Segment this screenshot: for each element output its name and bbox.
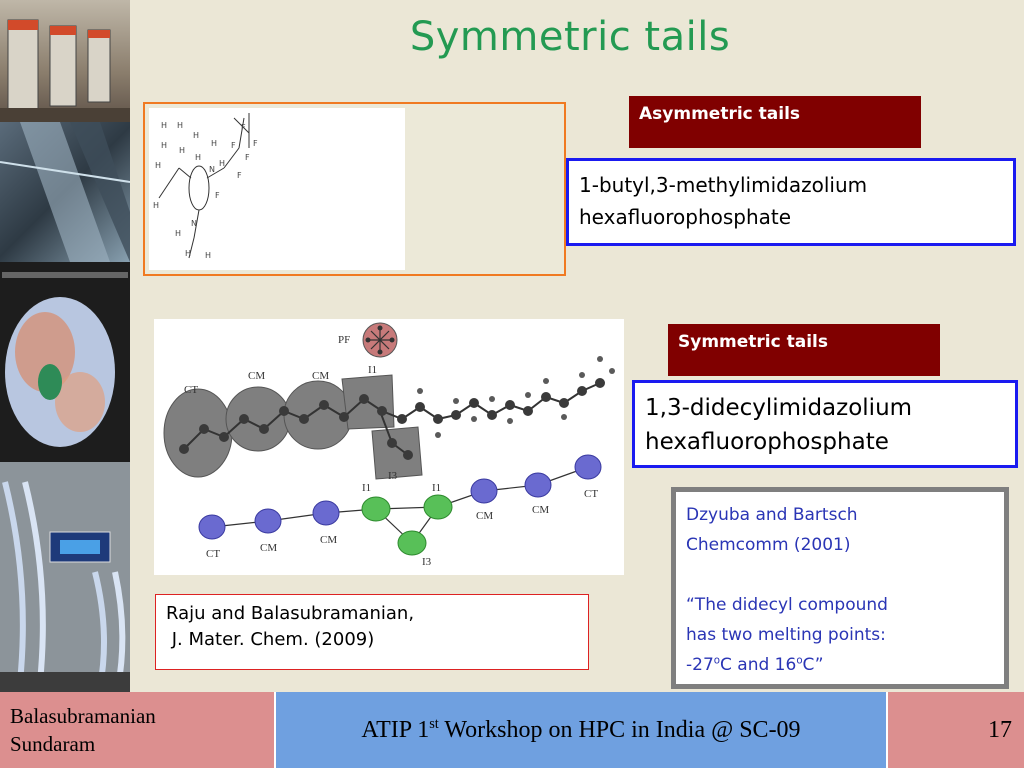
svg-text:H: H — [195, 153, 201, 162]
slide-title: Symmetric tails — [409, 14, 731, 60]
svg-text:H: H — [153, 201, 159, 210]
degree-sup-1: o — [713, 655, 721, 667]
author-line2: Sundaram — [10, 732, 96, 756]
quote-temp2: C and 16 — [720, 655, 797, 675]
asymmetric-tails-label: Asymmetric tails — [629, 96, 921, 148]
ct-bottom-label-1: CT — [206, 548, 220, 560]
svg-text:F: F — [237, 171, 242, 180]
svg-text:H: H — [205, 251, 211, 260]
server-room-photo — [0, 0, 130, 122]
didecyl-name-line2: hexafluorophosphate — [645, 429, 889, 455]
svg-text:F: F — [231, 141, 236, 150]
molecular-surface-photo — [0, 262, 130, 462]
svg-text:H: H — [179, 146, 185, 155]
quote-line1: Dzyuba and Bartsch — [686, 505, 858, 525]
coarse-grained-diagram: PF — [154, 319, 624, 575]
event-pre: ATIP 1 — [361, 716, 430, 743]
svg-text:H: H — [175, 229, 181, 238]
svg-text:H: H — [211, 139, 217, 148]
pf-label: PF — [338, 334, 350, 346]
svg-text:H: H — [161, 141, 167, 150]
cm-bottom-label-1: CM — [260, 542, 277, 554]
cluster-cables-illustration — [0, 462, 130, 692]
didecyl-compound-name: 1,3-didecylimidazolium hexafluorophospha… — [632, 380, 1018, 468]
reference-citation: Raju and Balasubramanian, J. Mater. Chem… — [155, 594, 589, 670]
svg-text:N: N — [191, 219, 197, 228]
cluster-cables-photo — [0, 462, 130, 692]
degree-sup-2: o — [796, 655, 803, 667]
quote-line5: -27oC and 16oC” — [686, 650, 994, 680]
pf6-anion-drawing — [362, 322, 398, 358]
bmim-name-line1: 1-butyl,3-methylimidazolium — [579, 173, 868, 197]
cm-bottom-label-3: CM — [476, 510, 493, 522]
quote-line2: Chemcomm (2001) — [686, 535, 851, 555]
i1-top-label: I1 — [368, 364, 377, 376]
footer-event: ATIP 1st Workshop on HPC in India @ SC-0… — [274, 692, 888, 768]
ct-top-label: CT — [184, 384, 198, 396]
event-title: ATIP 1st Workshop on HPC in India @ SC-0… — [361, 715, 801, 744]
svg-text:F: F — [241, 123, 246, 132]
server-room-illustration — [0, 19, 130, 122]
svg-text:H: H — [219, 159, 225, 168]
i1-bottom-label-2: I1 — [432, 482, 441, 494]
corridor-photo — [0, 122, 130, 262]
reference-line1: Raju and Balasubramanian, — [166, 603, 415, 624]
svg-text:H: H — [193, 131, 199, 140]
symmetric-tails-label: Symmetric tails — [668, 324, 940, 376]
i1-bottom-label-1: I1 — [362, 482, 371, 494]
didecyl-name-line1: 1,3-didecylimidazolium — [645, 395, 913, 421]
author-line1: Balasubramanian — [10, 704, 156, 728]
i3-bottom-label: I3 — [422, 556, 432, 568]
footer-page-number: 17 — [888, 692, 1024, 768]
bmim-compound-name: 1-butyl,3-methylimidazolium hexafluoroph… — [566, 158, 1016, 246]
event-sup: st — [429, 715, 439, 732]
svg-text:H: H — [155, 161, 161, 170]
svg-text:F: F — [253, 139, 258, 148]
quote-spacer — [686, 560, 994, 590]
coarse-grained-model-drawing: PF — [163, 322, 615, 568]
svg-text:H: H — [177, 121, 183, 130]
quote-temp1: -27 — [686, 655, 714, 675]
svg-text:H: H — [161, 121, 167, 130]
cm-top-label-2: CM — [312, 370, 329, 382]
melting-points-quote: Dzyuba and Bartsch Chemcomm (2001) “The … — [671, 487, 1009, 689]
corridor-illustration — [0, 122, 130, 262]
svg-text:F: F — [245, 153, 250, 162]
quote-line3: “The didecyl compound — [686, 595, 888, 615]
photo-sidebar — [0, 0, 130, 692]
svg-text:N: N — [209, 165, 215, 174]
ct-bottom-label-2: CT — [584, 488, 598, 500]
i3-top-label: I3 — [388, 470, 398, 482]
footer-author: Balasubramanian Sundaram — [0, 692, 274, 768]
molecular-surface-illustration — [2, 272, 128, 447]
quote-line4: has two melting points: — [686, 625, 886, 645]
svg-text:H: H — [185, 249, 191, 258]
cm-bottom-label-2: CM — [320, 534, 337, 546]
svg-text:F: F — [215, 191, 220, 200]
cm-top-label-1: CM — [248, 370, 265, 382]
event-post: Workshop on HPC in India @ SC-09 — [438, 716, 801, 743]
reference-line2: J. Mater. Chem. (2009) — [166, 629, 375, 650]
quote-end: C” — [802, 655, 824, 675]
bmim-name-line2: hexafluorophosphate — [579, 205, 792, 229]
cm-bottom-label-4: CM — [532, 504, 549, 516]
